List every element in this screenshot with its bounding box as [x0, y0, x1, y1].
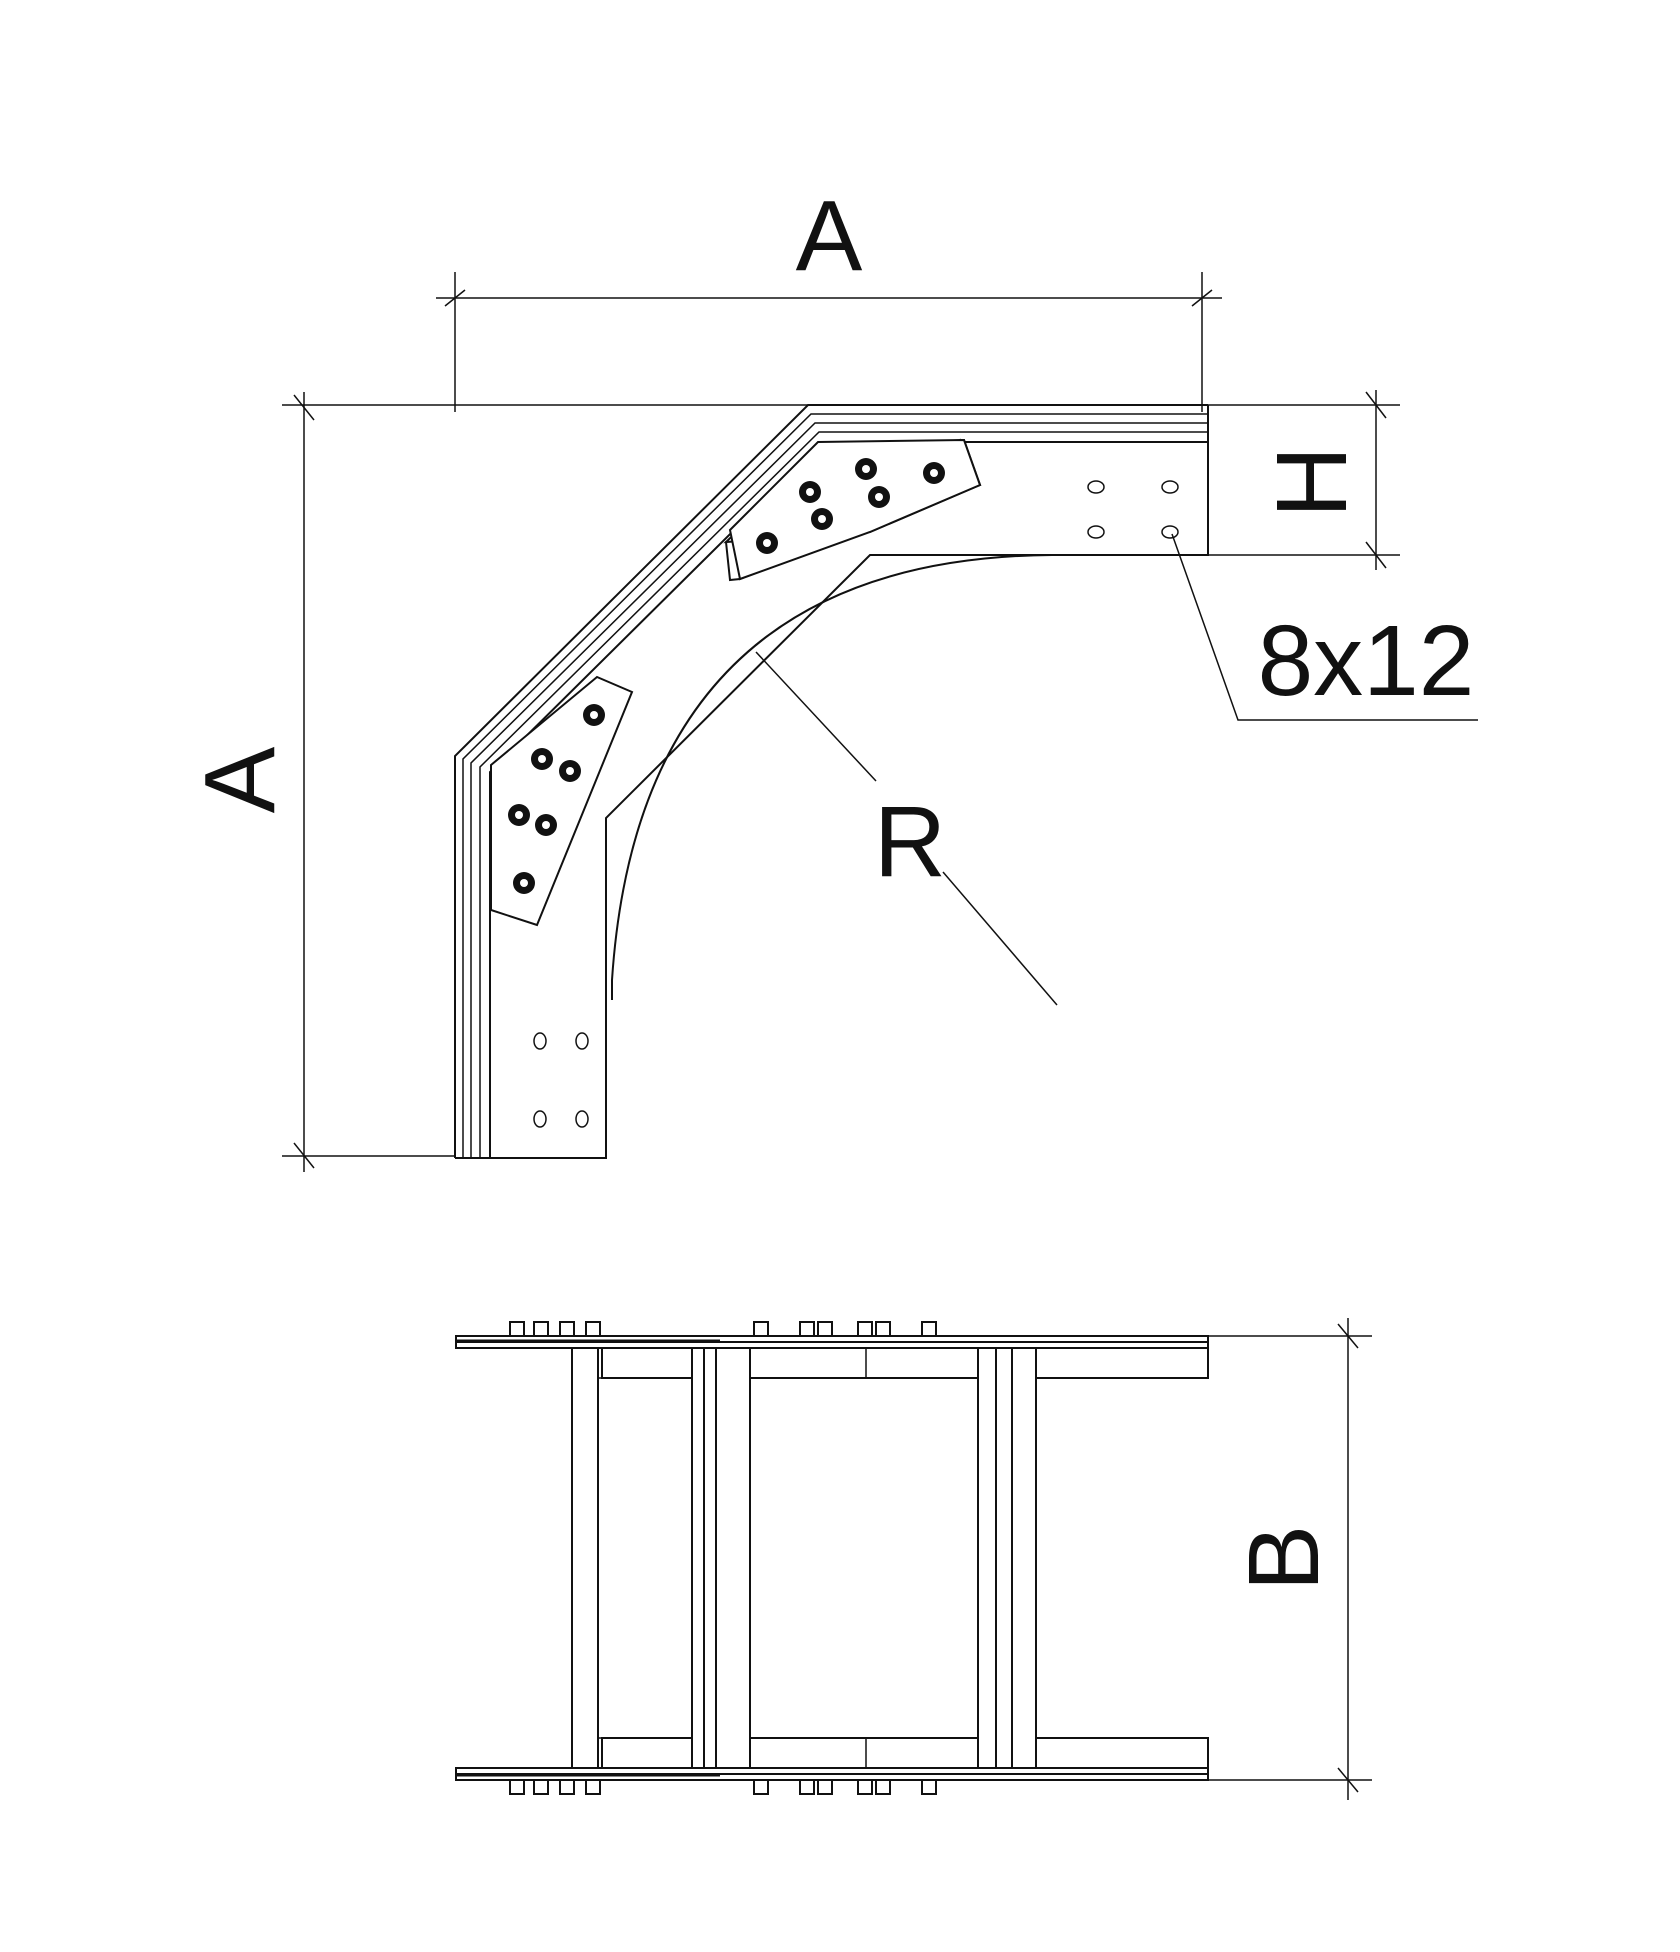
bolts-side-top	[490, 1321, 970, 1337]
rungs	[571, 1347, 1037, 1769]
side-view	[455, 1321, 1209, 1795]
callout-r: R	[755, 651, 1058, 1006]
callout-slot: 8x12	[1171, 533, 1478, 721]
bolts-top-plate	[756, 458, 945, 554]
label-h: H	[1256, 446, 1368, 518]
bolts-side-bottom	[490, 1779, 970, 1795]
slots-bottom	[533, 1032, 589, 1128]
dimension-a-left: A	[184, 392, 812, 1172]
dimension-a-top: A	[436, 180, 1222, 412]
label-a-top: A	[796, 180, 863, 292]
label-slot: 8x12	[1258, 605, 1475, 717]
label-a-left: A	[184, 746, 296, 813]
bolts-left-plate	[508, 704, 605, 894]
splice-plate-left	[490, 675, 634, 927]
label-r: R	[874, 786, 946, 898]
label-b: B	[1228, 1525, 1340, 1592]
dimension-h: H	[1208, 390, 1400, 570]
splice-plate-upper	[728, 438, 982, 581]
dimension-b: B	[1208, 1318, 1372, 1800]
slots-right	[1087, 480, 1179, 539]
bend-top-view	[454, 404, 1209, 1159]
